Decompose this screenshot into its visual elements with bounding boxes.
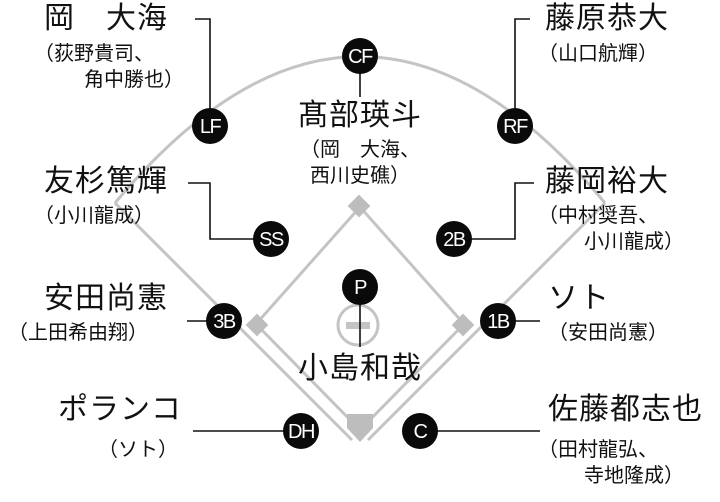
cf-backup-line-2: 西川史礁） [310,163,410,187]
3b-player-name: 安田尚憲 [44,281,168,316]
svg-text:2B: 2B [443,229,466,251]
lf-marker: LF [192,108,228,144]
svg-text:LF: LF [200,116,222,138]
rf-marker: RF [497,108,533,144]
svg-text:SS: SS [259,229,284,251]
cf-backup-line-1: （岡 大海、 [300,137,420,161]
ss-player-name: 友杉篤輝 [44,164,168,199]
lf-backup-line-1: （荻野貴司、 [34,41,154,65]
pitchers-plate [346,322,370,329]
c-marker: C [402,413,438,449]
first-base [451,313,475,337]
svg-text:P: P [354,277,367,299]
rf-backup-line-1: （山口航輝） [538,41,658,65]
ss-marker: SS [253,221,289,257]
svg-text:C: C [414,421,428,443]
cf-player-name: 髙部瑛斗 [298,98,422,133]
lf-leader-line [195,18,211,125]
ss-backup-line-1: （小川龍成） [34,203,154,227]
dh-player-name: ポランコ [58,392,182,427]
rf-leader-line [514,18,530,125]
2b-player-name: 藤岡裕大 [545,164,669,199]
2b-leader-line [455,182,534,240]
lf-player-name: 岡 大海 [44,1,168,36]
dh-marker: DH [283,413,319,449]
svg-text:CF: CF [348,46,373,68]
cf-marker: CF [342,38,378,74]
svg-text:3B: 3B [213,311,236,333]
c-backup-line-2: 寺地隆成） [584,463,684,487]
c-player-name: 佐藤都志也 [548,392,703,427]
c-backup-line-1: （田村龍弘、 [538,437,658,461]
dh-backup-line-1: （ソト） [98,437,178,461]
3b-backup-line-1: （上田希由翔） [8,320,148,344]
3b-marker: 3B [206,303,242,339]
p-marker: P [342,269,378,305]
2b-marker: 2B [436,221,472,257]
svg-text:RF: RF [503,116,528,138]
svg-text:DH: DH [288,421,314,443]
p-player-name: 小島和哉 [298,351,422,386]
home-plate [347,414,373,442]
lf-backup-line-2: 角中勝也） [84,67,184,91]
1b-marker: 1B [480,303,516,339]
2b-backup-line-2: 小川龍成） [584,229,684,253]
rf-player-name: 藤原恭大 [545,1,669,36]
pitchers-mound [336,303,380,347]
2b-backup-line-1: （中村奨吾、 [538,203,658,227]
ss-leader-line [188,182,270,240]
svg-text:1B: 1B [487,311,510,333]
1b-player-name: ソト [548,281,610,316]
1b-backup-line-1: （安田尚憲） [548,320,668,344]
